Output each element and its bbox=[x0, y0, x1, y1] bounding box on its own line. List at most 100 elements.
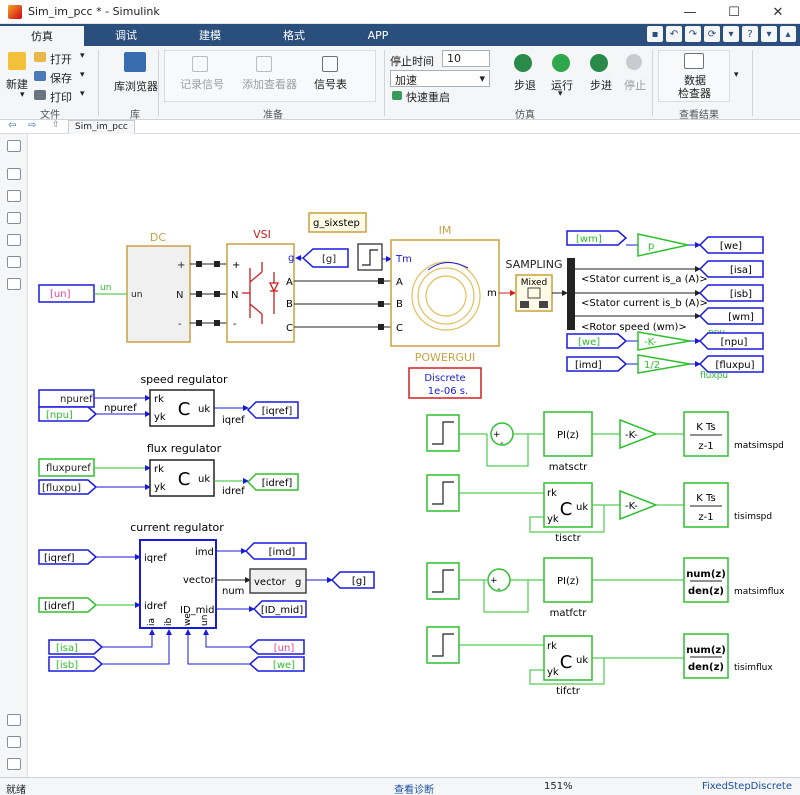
sum-1-block[interactable]: + - bbox=[490, 422, 514, 449]
from-npu[interactable]: [npu] bbox=[38, 406, 98, 422]
vector-to-g-block[interactable]: vector g bbox=[249, 568, 307, 594]
model-canvas[interactable]: DC un + N - un [un] VSI + N bbox=[29, 134, 800, 777]
from-idref[interactable]: [idref] bbox=[38, 597, 98, 613]
from-we[interactable]: [we] bbox=[566, 333, 628, 349]
goto-un[interactable]: [un] bbox=[38, 284, 95, 303]
goto-isa[interactable]: [isa] bbox=[698, 260, 764, 278]
speed-regulator-block[interactable]: rk yk C uk bbox=[149, 389, 215, 427]
forward-arrow-icon[interactable]: ⇨ bbox=[28, 120, 37, 131]
collapse-panel-icon[interactable] bbox=[7, 758, 21, 770]
flux-regulator-block[interactable]: rk yk C uk bbox=[149, 459, 215, 497]
goto-isb[interactable]: [isb] bbox=[698, 284, 764, 302]
add-viewer-button[interactable]: 添加查看器 bbox=[242, 78, 297, 91]
goto-idref[interactable]: [idref] bbox=[246, 473, 299, 491]
tifctr-block[interactable]: rk yk C uk bbox=[543, 635, 593, 681]
current-regulator-block[interactable]: iqref idref imd vector ID_mid ia ib we u… bbox=[139, 539, 217, 629]
tab-simulation[interactable]: 仿真 bbox=[0, 26, 84, 46]
qa-redo-icon[interactable]: ↷ bbox=[685, 26, 701, 42]
dc-source-block[interactable]: DC un + N - bbox=[126, 231, 191, 343]
tab-modeling[interactable]: 建模 bbox=[199, 29, 221, 42]
new-dropdown-icon[interactable]: ▾ bbox=[20, 90, 25, 100]
gain-p-block[interactable]: p bbox=[637, 233, 689, 257]
goto-g[interactable]: [g] bbox=[330, 571, 375, 589]
view-diagnostics-link[interactable]: 查看诊断 bbox=[394, 785, 434, 795]
goto-fluxpu[interactable]: [fluxpu] bbox=[698, 355, 764, 373]
from-npuref[interactable]: npuref bbox=[38, 389, 95, 408]
gain-k-npu-block[interactable]: -K- bbox=[637, 331, 691, 351]
save-dropdown-icon[interactable]: ▾ bbox=[80, 70, 85, 80]
save-button[interactable]: 保存 bbox=[50, 72, 72, 85]
image-icon[interactable] bbox=[7, 256, 21, 268]
from-imd[interactable]: [imd] bbox=[566, 356, 628, 372]
from-isb[interactable]: [isb] bbox=[48, 656, 104, 672]
run-button[interactable]: 运行 bbox=[551, 79, 573, 92]
goto-npu[interactable]: [npu] bbox=[698, 332, 764, 350]
goto-imd[interactable]: [imd] bbox=[244, 542, 307, 560]
results-dropdown-icon[interactable]: ▾ bbox=[734, 70, 739, 80]
print-button[interactable]: 打印 bbox=[50, 91, 72, 104]
step-1-block[interactable] bbox=[426, 414, 460, 452]
tab-format[interactable]: 格式 bbox=[283, 29, 305, 42]
pi-1-block[interactable]: PI(z) bbox=[543, 411, 593, 457]
from-fluxpu[interactable]: [fluxpu] bbox=[38, 479, 98, 495]
goto-iqref[interactable]: [iqref] bbox=[246, 401, 299, 419]
bus-selector[interactable] bbox=[567, 258, 575, 330]
maximize-icon[interactable]: ☐ bbox=[728, 4, 740, 20]
goto-id-mid[interactable]: [ID_mid] bbox=[252, 600, 307, 618]
qa-settings-icon[interactable]: ▾ bbox=[723, 26, 739, 42]
vsi-inverter-block[interactable]: VSI + N - g A B C bbox=[226, 228, 295, 343]
screenshot-icon[interactable] bbox=[7, 714, 21, 726]
qa-undo-icon[interactable]: ↶ bbox=[666, 26, 682, 42]
qa-help-icon[interactable]: ? bbox=[742, 26, 758, 42]
library-browser-button[interactable]: 库浏览器 bbox=[114, 80, 158, 93]
powergui-block[interactable]: Discrete 1e-06 s. bbox=[408, 367, 482, 399]
print-dropdown-icon[interactable]: ▾ bbox=[80, 89, 85, 99]
breadcrumb[interactable]: Sim_im_pcc bbox=[68, 120, 135, 134]
model-browser-icon[interactable] bbox=[7, 736, 21, 748]
step-back-button[interactable]: 步退 bbox=[514, 79, 536, 92]
qa-collapse-icon[interactable]: ▴ bbox=[780, 26, 796, 42]
tab-apps[interactable]: APP bbox=[367, 28, 389, 42]
from-iqref[interactable]: [iqref] bbox=[38, 549, 98, 565]
transfer-fn-3-block[interactable]: num(z) den(z) bbox=[683, 557, 729, 603]
fit-to-view-icon[interactable] bbox=[7, 190, 21, 202]
new-button[interactable]: 新建 bbox=[6, 78, 28, 91]
integrator-1-block[interactable]: K Ts z-1 bbox=[683, 411, 729, 457]
data-inspector-button-line2[interactable]: 检查器 bbox=[678, 87, 711, 100]
induction-machine-block[interactable]: IM Tm A B C m bbox=[390, 224, 500, 347]
hide-explorer-icon[interactable] bbox=[7, 140, 21, 152]
integrator-2-block[interactable]: K Ts z-1 bbox=[683, 482, 729, 528]
area-icon[interactable] bbox=[7, 278, 21, 290]
back-arrow-icon[interactable]: ⇦ bbox=[8, 120, 17, 131]
open-button[interactable]: 打开 bbox=[50, 53, 72, 66]
zoom-icon[interactable] bbox=[7, 168, 21, 180]
from-wm[interactable]: [wm] bbox=[566, 230, 628, 246]
gain-half-block[interactable]: 1/2 bbox=[637, 354, 691, 374]
gain-k-1-block[interactable]: -K- bbox=[619, 418, 659, 450]
annotation-icon[interactable] bbox=[7, 234, 21, 246]
qa-save-icon[interactable]: ▪ bbox=[647, 26, 663, 42]
step-3-block[interactable] bbox=[426, 562, 460, 600]
tisctr-block[interactable]: rk yk C uk bbox=[543, 482, 593, 528]
step-forward-button[interactable]: 步进 bbox=[590, 79, 612, 92]
up-level-icon[interactable]: ⇧ bbox=[52, 120, 60, 130]
fast-restart-toggle[interactable]: 快速重启 bbox=[406, 91, 450, 104]
step-4-block[interactable] bbox=[426, 626, 460, 664]
g-sixstep-block[interactable]: g_sixstep bbox=[308, 212, 367, 233]
minimize-icon[interactable]: — bbox=[683, 4, 697, 20]
stop-time-input[interactable]: 10 bbox=[442, 50, 490, 67]
stop-button[interactable]: 停止 bbox=[624, 79, 646, 92]
sum-3-block[interactable]: + - bbox=[487, 568, 511, 595]
sampling-block[interactable]: Mixed bbox=[515, 274, 553, 312]
transfer-fn-4-block[interactable]: num(z) den(z) bbox=[683, 633, 729, 679]
from-un-2[interactable]: [un] bbox=[248, 639, 305, 655]
qa-refresh-icon[interactable]: ⟳ bbox=[704, 26, 720, 42]
signal-arrow-icon[interactable] bbox=[7, 212, 21, 224]
data-inspector-button-line1[interactable]: 数据 bbox=[684, 74, 706, 87]
sim-mode-select[interactable]: 加速▾ bbox=[390, 70, 490, 87]
from-we-2[interactable]: [we] bbox=[248, 656, 305, 672]
solver-link[interactable]: FixedStepDiscrete bbox=[702, 781, 792, 792]
signal-table-button[interactable]: 信号表 bbox=[314, 78, 347, 91]
gain-k-2-block[interactable]: -K- bbox=[619, 489, 659, 521]
open-dropdown-icon[interactable]: ▾ bbox=[80, 51, 85, 61]
